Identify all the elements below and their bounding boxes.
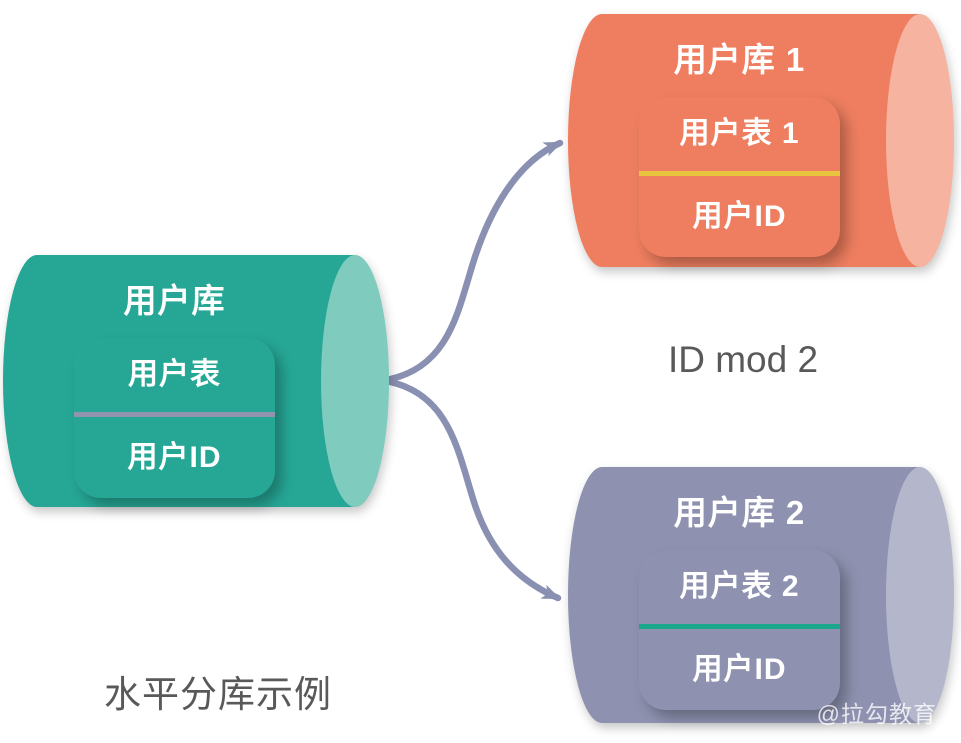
source-table-box: 用户表 用户ID [74, 338, 275, 498]
source-table-label: 用户表 [128, 358, 221, 391]
source-db-cylinder: 用户库 用户表 用户ID [1, 255, 391, 507]
shard2-db-cylinder: 用户库 2 用户表 2 用户ID [566, 467, 956, 723]
shard2-table-box: 用户表 2 用户ID [639, 550, 840, 710]
cylinder-face [886, 467, 954, 723]
shard2-table-label: 用户表 2 [679, 570, 800, 603]
shard2-db-label: 用户库 2 [673, 494, 806, 531]
cylinder-face [321, 255, 389, 507]
diagram-caption: 水平分库示例 [104, 674, 332, 715]
shard1-table-box: 用户表 1 用户ID [639, 97, 840, 257]
source-id-label: 用户ID [127, 441, 222, 474]
shard2-table-divider [639, 624, 840, 629]
shard1-id-label: 用户ID [692, 200, 787, 233]
shard1-db-label: 用户库 1 [673, 41, 806, 78]
arrow-to-shard2 [382, 377, 562, 602]
arrow-to-shard1 [382, 139, 564, 384]
source-db-label: 用户库 [123, 282, 226, 319]
source-table-divider [74, 412, 275, 417]
watermark: @拉勾教育 [816, 701, 937, 727]
cylinder-face [886, 14, 954, 267]
shard2-id-label: 用户ID [692, 653, 787, 686]
shard1-table-label: 用户表 1 [679, 117, 800, 150]
shard1-table-divider [639, 171, 840, 176]
mapping-rule-label: ID mod 2 [667, 339, 819, 380]
shard1-db-cylinder: 用户库 1 用户表 1 用户ID [566, 14, 956, 267]
